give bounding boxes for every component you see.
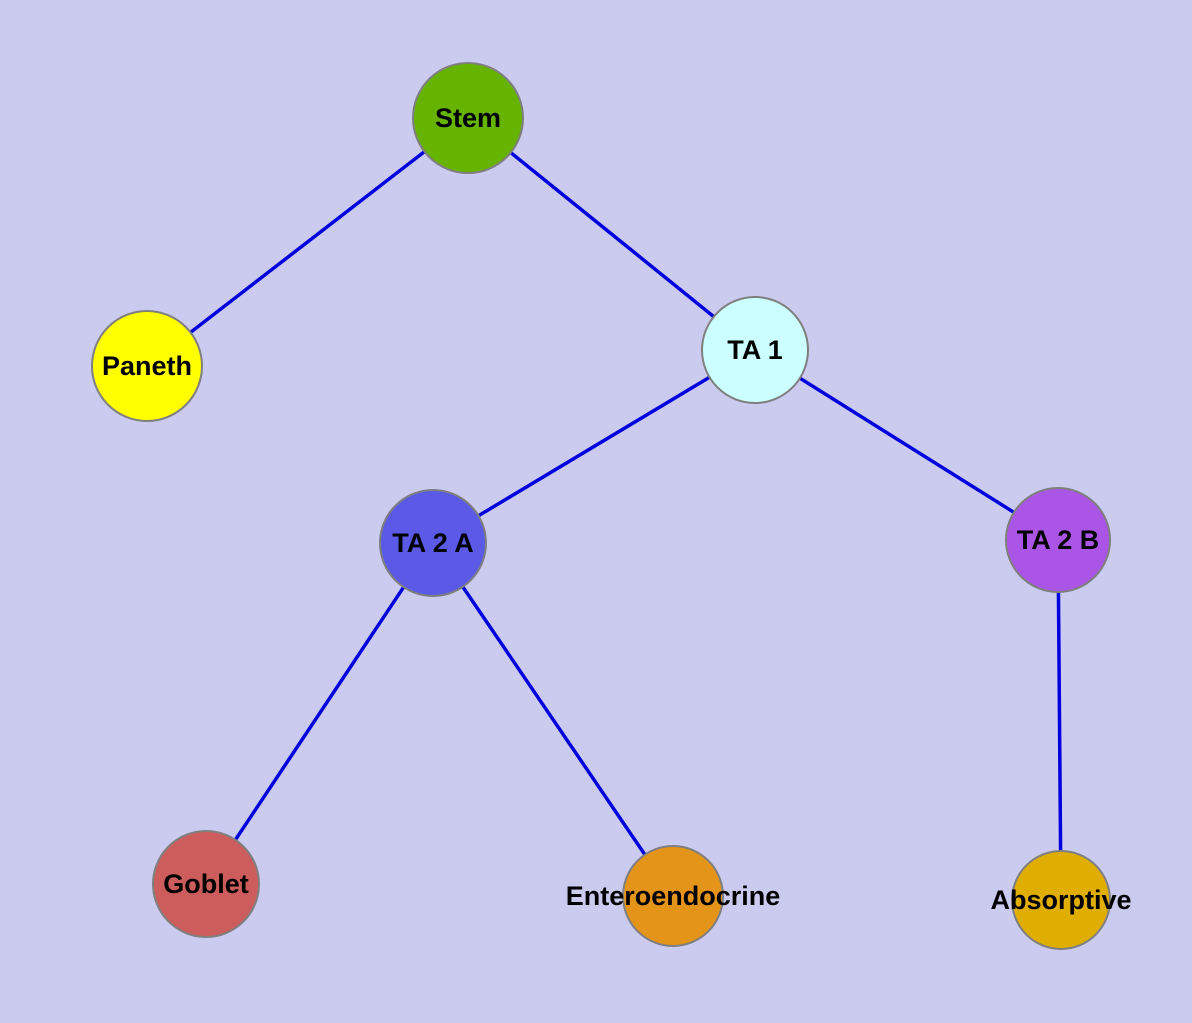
node-circle-ta2a[interactable]	[379, 489, 487, 597]
node-circle-ta2b[interactable]	[1005, 487, 1111, 593]
node-circle-enteroendocrine[interactable]	[622, 845, 724, 947]
node-ta2b[interactable]: TA 2 B	[1005, 487, 1111, 593]
node-circle-paneth[interactable]	[91, 310, 203, 422]
edge-ta2a-enteroendocrine	[431, 541, 675, 898]
edge-ta1-ta2a	[431, 348, 757, 545]
edge-stem-paneth	[145, 116, 470, 368]
edge-ta2b-absorptive	[1056, 538, 1063, 902]
node-paneth[interactable]: Paneth	[91, 310, 203, 422]
node-goblet[interactable]: Goblet	[152, 830, 260, 938]
node-circle-goblet[interactable]	[152, 830, 260, 938]
edges-layer	[145, 116, 1063, 902]
edge-stem-ta1	[466, 116, 757, 352]
node-circle-stem[interactable]	[412, 62, 524, 174]
edge-ta2a-goblet	[204, 541, 435, 886]
node-circle-absorptive[interactable]	[1011, 850, 1111, 950]
node-ta2a[interactable]: TA 2 A	[379, 489, 487, 597]
node-ta1[interactable]: TA 1	[701, 296, 809, 404]
edge-ta1-ta2b	[753, 348, 1060, 542]
node-circle-ta1[interactable]	[701, 296, 809, 404]
node-stem[interactable]: Stem	[412, 62, 524, 174]
